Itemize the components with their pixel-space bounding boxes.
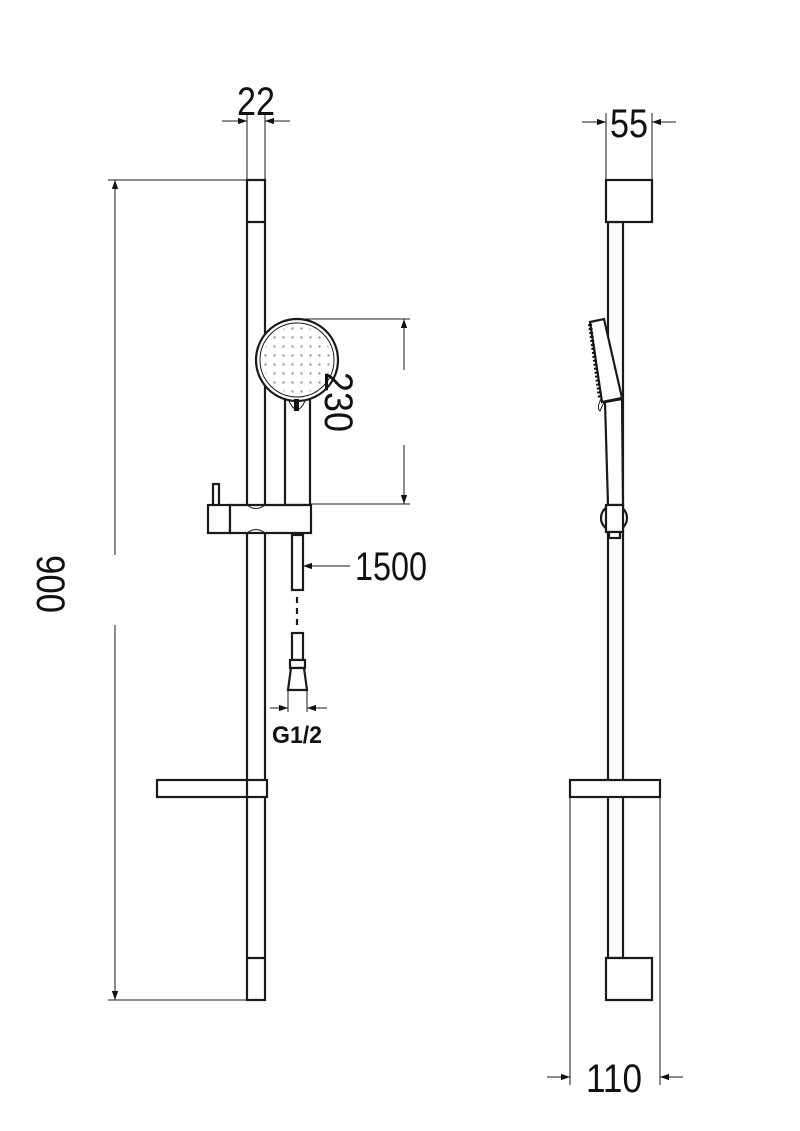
rail-bar [245,178,267,1002]
hand-shower-side [588,317,625,507]
top-bracket-side [604,178,654,224]
hand-shower-front [254,317,340,507]
slider-holder [206,482,313,535]
dimension-label-110: 110 [586,1057,642,1101]
dimension-label-230: 230 [316,372,360,432]
dimension-label-55: 55 [610,102,648,146]
dimension-label-g12: G1/2 [272,722,322,749]
dimension-thread: G1/2 [270,690,327,749]
soap-dish-front [155,778,269,799]
dimension-label-1500: 1500 [355,545,427,589]
slider-holder-side [599,503,629,540]
rail-bar-side [606,220,625,960]
dimension-hand-shower: 230 [297,318,410,505]
hose [286,533,309,692]
front-view: 22 900 230 [28,80,427,1002]
bottom-bracket-side [604,956,654,1002]
dimension-label-22: 22 [237,80,275,124]
dimension-bar-width: 22 [222,80,290,180]
dimension-bar-depth: 55 [582,102,676,180]
dimension-hose: 1500 [303,545,427,589]
side-view: 55 110 [547,102,683,1101]
dimension-soap-dish: 110 [547,797,683,1101]
dimension-label-900: 900 [28,555,72,613]
soap-dish-side [568,778,662,799]
dimension-rail-length: 900 [28,179,247,1001]
